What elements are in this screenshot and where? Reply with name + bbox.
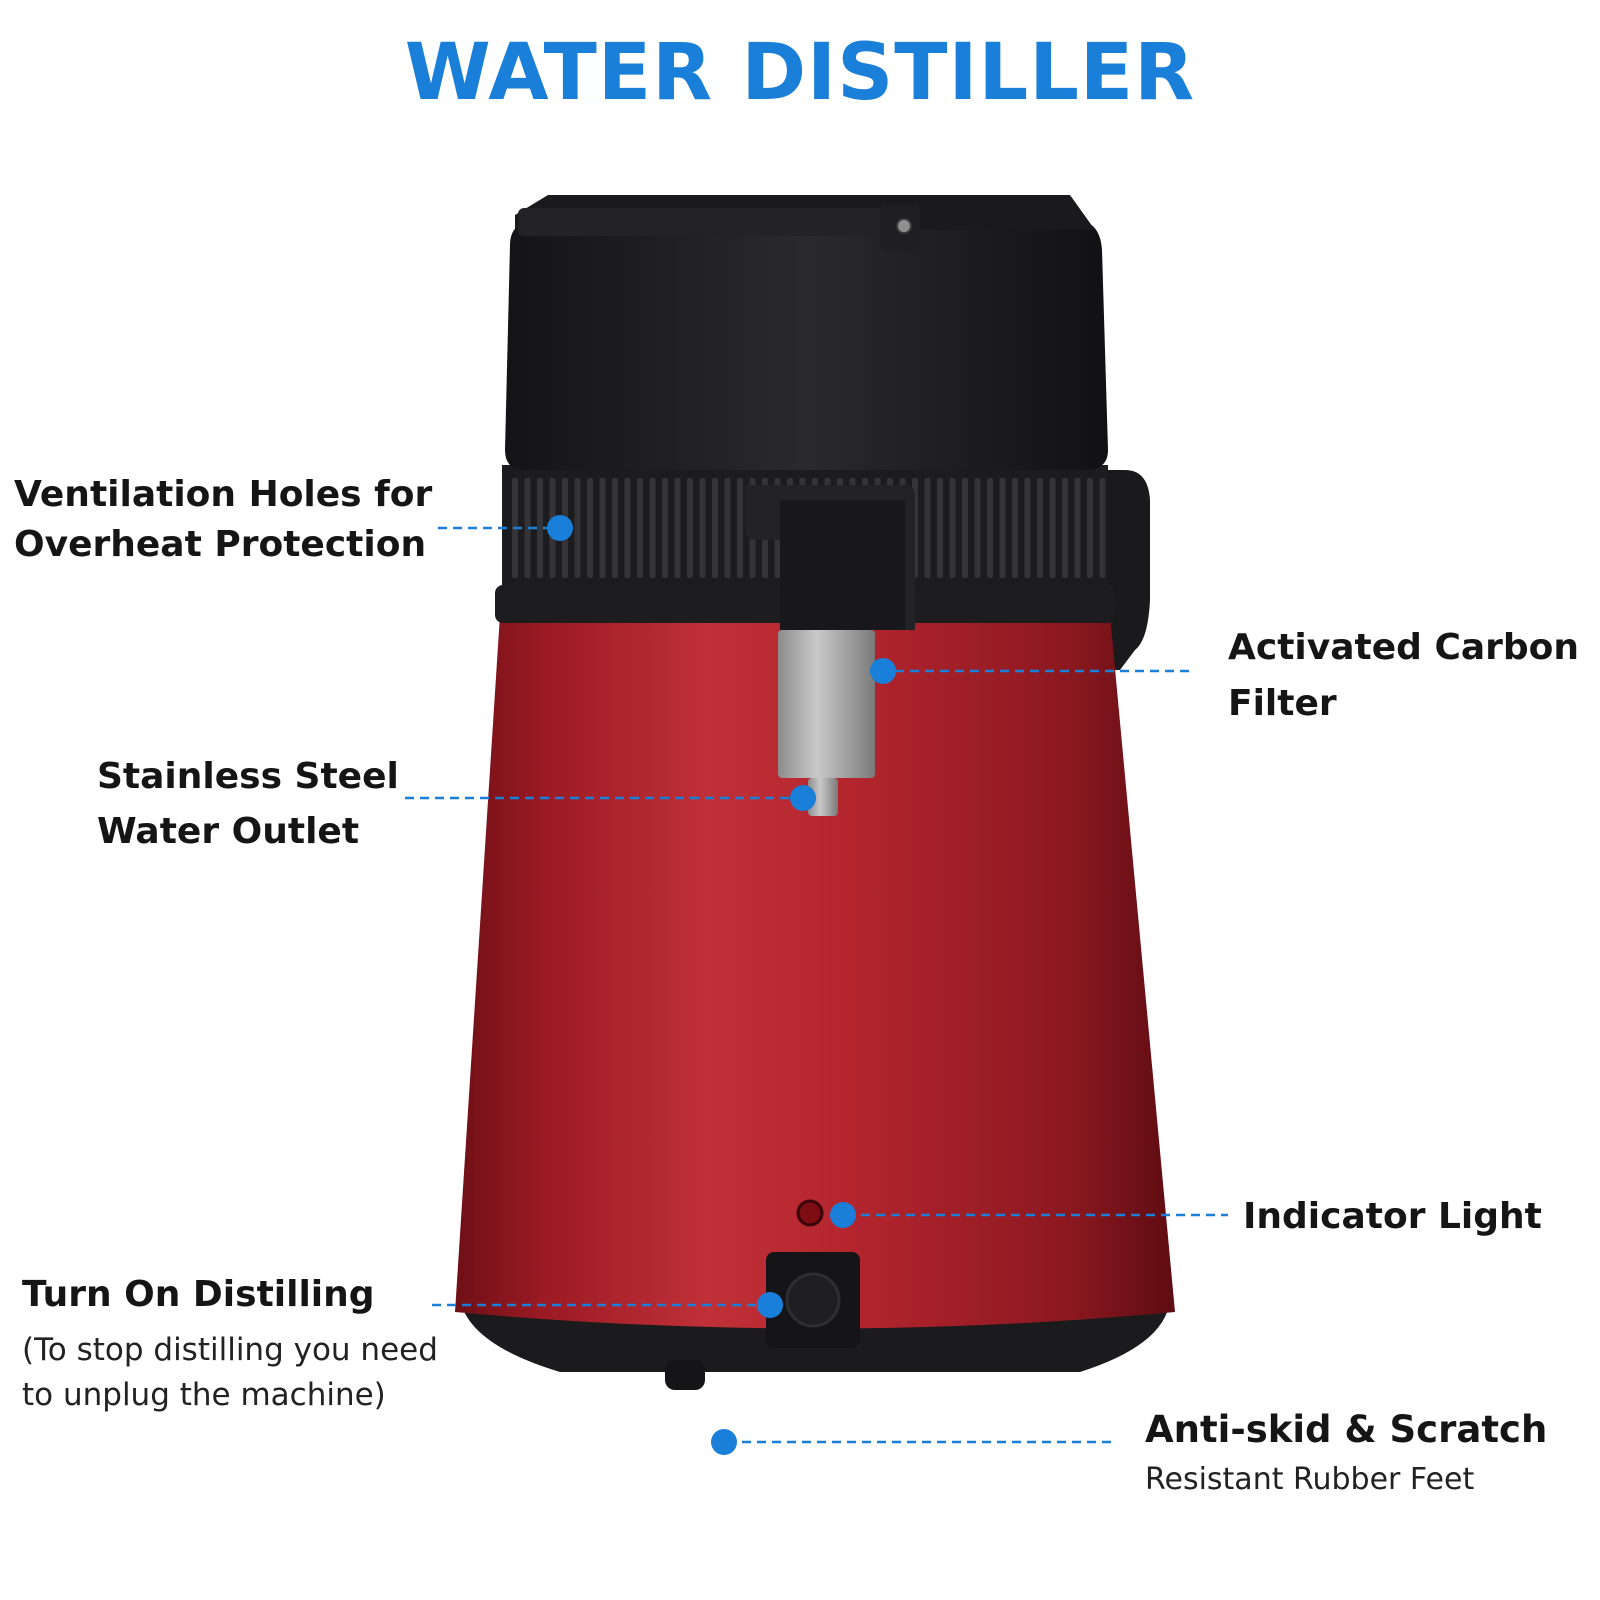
leader-switch bbox=[432, 1292, 783, 1318]
page-title: WATER DISTILLER bbox=[404, 28, 1196, 118]
vent-slot bbox=[962, 478, 968, 578]
vent-slot bbox=[999, 478, 1006, 578]
spout-shadow bbox=[780, 500, 905, 630]
vent-slot bbox=[1037, 478, 1043, 578]
leader-outlet bbox=[405, 785, 816, 811]
callout-outlet-line1: Stainless Steel bbox=[97, 756, 399, 797]
callout-indicator-line1: Indicator Light bbox=[1243, 1196, 1542, 1237]
vent-slot bbox=[537, 478, 543, 578]
vent-slot bbox=[599, 478, 606, 578]
callout-indicator: Indicator Light bbox=[1243, 1192, 1542, 1242]
vent-slot bbox=[1024, 478, 1031, 578]
vent-slot bbox=[949, 478, 956, 578]
lid-screw bbox=[896, 218, 912, 234]
callout-ventilation-line2: Overheat Protection bbox=[14, 524, 427, 565]
vent-slot bbox=[712, 478, 718, 578]
vent-slot bbox=[1012, 478, 1018, 578]
callout-carbon-line1: Activated Carbon bbox=[1228, 627, 1580, 668]
callout-ventilation: Ventilation Holes for Overheat Protectio… bbox=[14, 470, 432, 570]
vent-slot bbox=[1074, 478, 1081, 578]
vent-slot bbox=[737, 478, 743, 578]
callout-outlet-line2: Water Outlet bbox=[97, 811, 360, 852]
vent-slot bbox=[637, 478, 643, 578]
callout-feet-line1: Anti-skid & Scratch bbox=[1145, 1408, 1548, 1451]
callout-carbon-line2: Filter bbox=[1228, 683, 1337, 724]
indicator-light bbox=[796, 1199, 824, 1227]
vent-slot bbox=[699, 478, 706, 578]
vent-slot bbox=[1087, 478, 1093, 578]
vent-slot bbox=[612, 478, 618, 578]
power-switch-button bbox=[785, 1272, 841, 1328]
callout-feet: Anti-skid & Scratch Resistant Rubber Fee… bbox=[1145, 1405, 1547, 1501]
steel-outlet bbox=[778, 630, 875, 778]
vent-slot bbox=[662, 478, 668, 578]
callout-switch: Turn On Distilling (To stop distilling y… bbox=[22, 1270, 438, 1418]
lid bbox=[505, 220, 1108, 470]
vent-slot bbox=[974, 478, 981, 578]
callout-switch-line1: Turn On Distilling bbox=[22, 1274, 375, 1315]
leader-carbon bbox=[870, 658, 1195, 684]
leader-feet bbox=[711, 1429, 1113, 1455]
callout-outlet: Stainless Steel Water Outlet bbox=[97, 749, 399, 859]
leader-indicator bbox=[830, 1202, 1228, 1228]
vent-slot bbox=[649, 478, 656, 578]
vent-slot bbox=[524, 478, 531, 578]
callout-switch-line3: to unplug the machine) bbox=[22, 1377, 386, 1413]
vent-slot bbox=[937, 478, 943, 578]
vent-slot bbox=[924, 478, 931, 578]
rubber-foot bbox=[665, 1360, 705, 1390]
vent-slot bbox=[1099, 478, 1106, 578]
vent-slot bbox=[674, 478, 681, 578]
vent-slot bbox=[987, 478, 993, 578]
vent-slot bbox=[587, 478, 593, 578]
vent-slot bbox=[1062, 478, 1068, 578]
vent-slot bbox=[687, 478, 693, 578]
steel-nozzle bbox=[808, 778, 838, 816]
red-body bbox=[455, 615, 1175, 1329]
vent-slot bbox=[574, 478, 581, 578]
callout-carbon: Activated Carbon Filter bbox=[1228, 620, 1579, 732]
callout-switch-line2: (To stop distilling you need bbox=[22, 1332, 438, 1368]
vent-slot bbox=[1049, 478, 1056, 578]
lid-handle bbox=[518, 208, 898, 236]
callout-ventilation-line1: Ventilation Holes for bbox=[14, 474, 433, 515]
leader-ventilation bbox=[438, 515, 573, 541]
vent-slot bbox=[724, 478, 731, 578]
vent-slot bbox=[624, 478, 631, 578]
callout-feet-line2: Resistant Rubber Feet bbox=[1145, 1462, 1475, 1497]
